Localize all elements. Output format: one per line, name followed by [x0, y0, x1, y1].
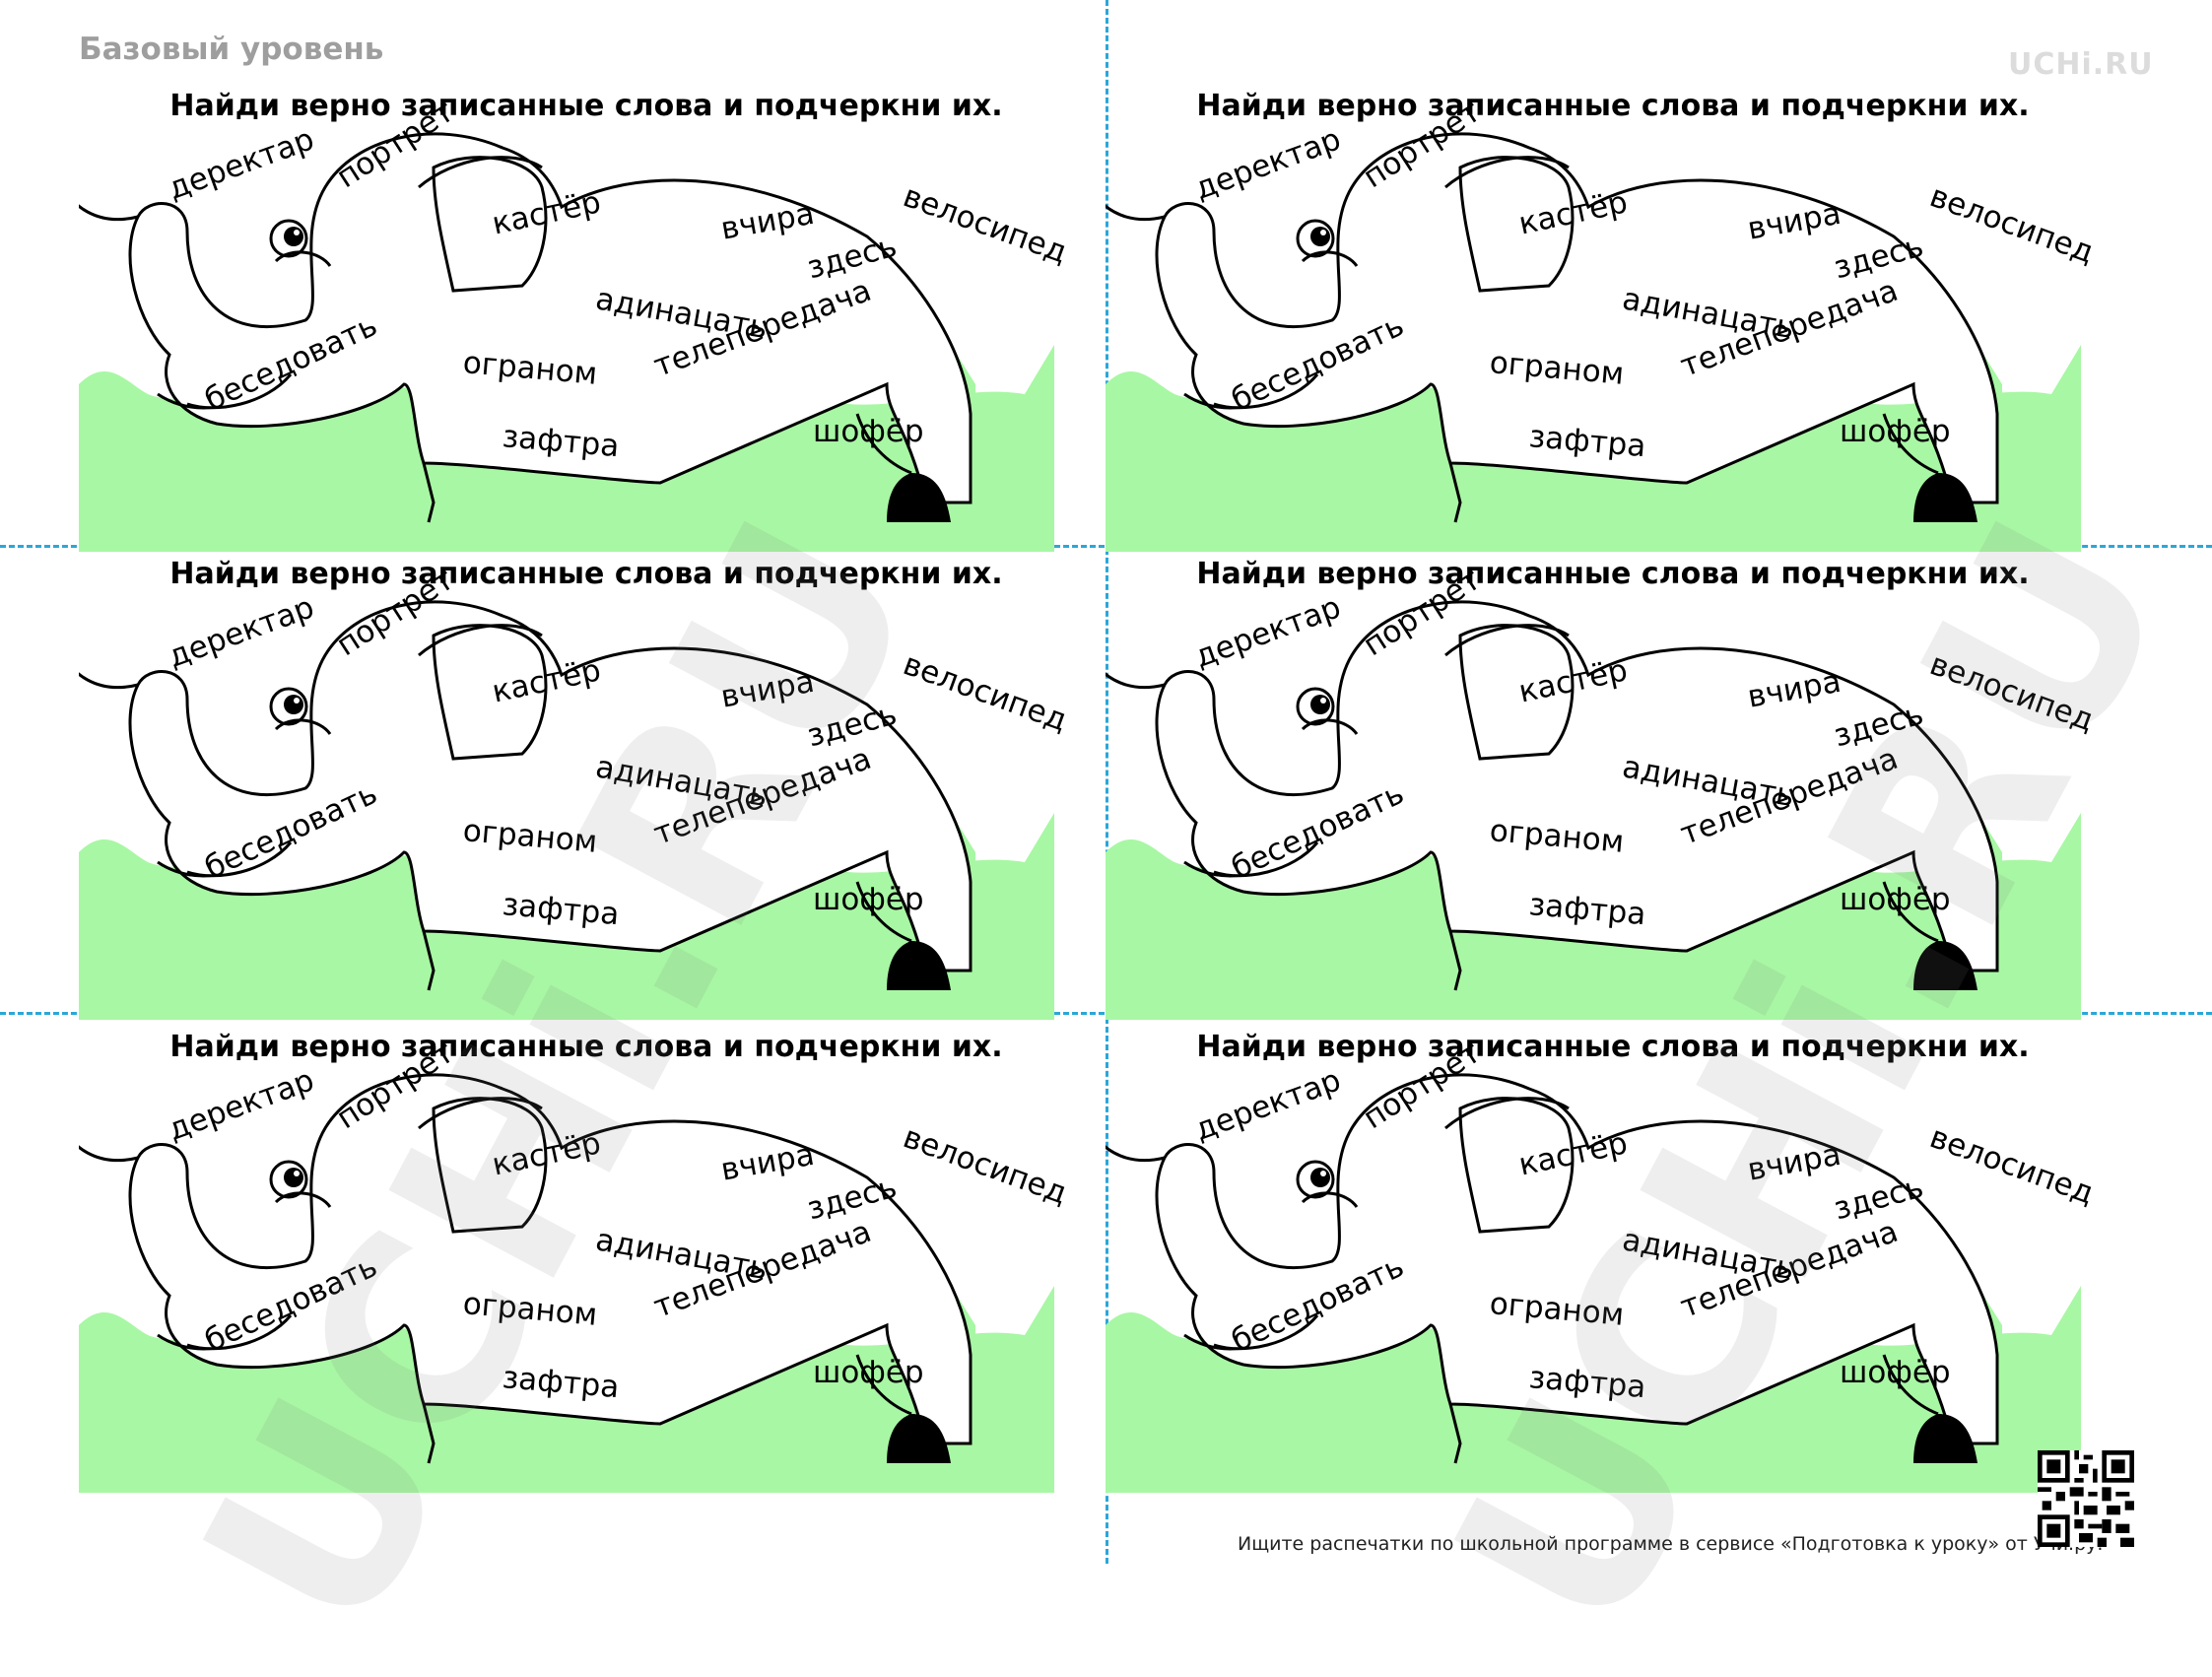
card-title: Найди верно записанные слова и подчеркни… — [169, 1030, 1003, 1064]
elephant-illustration-icon — [79, 600, 1054, 1020]
qr-code-icon[interactable] — [2038, 1450, 2134, 1547]
elephant-illustration-icon — [1106, 132, 2081, 552]
worksheet-card: Найди верно записанные слова и подчеркни… — [1106, 89, 2135, 557]
word-option[interactable]: шофёр — [813, 414, 924, 449]
word-option[interactable]: шофёр — [1840, 882, 1951, 917]
footer-note: Ищите распечатки по школьной программе в… — [1238, 1533, 2104, 1555]
cut-line-vertical — [1106, 0, 1108, 1564]
word-option[interactable]: шофёр — [813, 1355, 924, 1390]
worksheet-card: Найди верно записанные слова и подчеркни… — [79, 557, 1108, 1025]
worksheet-card: Найди верно записанные слова и подчеркни… — [79, 1030, 1108, 1498]
card-title: Найди верно записанные слова и подчеркни… — [169, 89, 1003, 123]
word-option[interactable]: шофёр — [1840, 414, 1951, 449]
word-option[interactable]: шофёр — [1840, 1355, 1951, 1390]
worksheet-card: Найди верно записанные слова и подчеркни… — [79, 89, 1108, 557]
card-title: Найди верно записанные слова и подчеркни… — [1196, 89, 2030, 123]
elephant-illustration-icon — [79, 1073, 1054, 1493]
word-option[interactable]: шофёр — [813, 882, 924, 917]
worksheet-card: Найди верно записанные слова и подчеркни… — [1106, 1030, 2135, 1498]
elephant-illustration-icon — [79, 132, 1054, 552]
card-title: Найди верно записанные слова и подчеркни… — [1196, 557, 2030, 591]
level-label: Базовый уровень — [79, 32, 384, 67]
elephant-illustration-icon — [1106, 1073, 2081, 1493]
worksheet-card: Найди верно записанные слова и подчеркни… — [1106, 557, 2135, 1025]
elephant-illustration-icon — [1106, 600, 2081, 1020]
card-title: Найди верно записанные слова и подчеркни… — [1196, 1030, 2030, 1064]
uchi-logo: UCHi.RU — [2008, 47, 2154, 82]
card-title: Найди верно записанные слова и подчеркни… — [169, 557, 1003, 591]
